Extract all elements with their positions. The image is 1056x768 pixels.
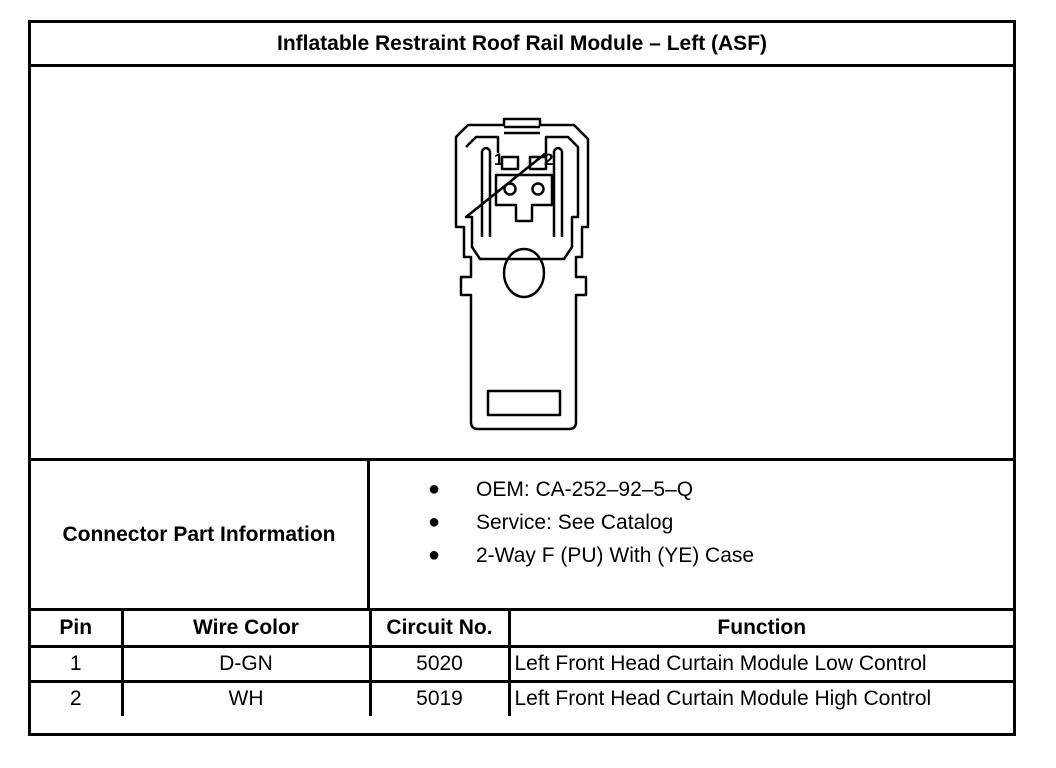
cell-circuit-no: 5019 bbox=[368, 679, 511, 716]
header-wire-color: Wire Color bbox=[120, 611, 372, 648]
connector-diagram-panel: 1 2 bbox=[31, 67, 1013, 461]
connector-part-info-list: ● OEM: CA-252–92–5–Q ● Service: See Cata… bbox=[370, 461, 1013, 620]
table-row: 1 D-GN 5020 Left Front Head Curtain Modu… bbox=[31, 644, 1013, 683]
cell-function: Left Front Head Curtain Module High Cont… bbox=[507, 679, 1013, 716]
cell-pin: 1 bbox=[31, 644, 124, 683]
header-pin: Pin bbox=[31, 611, 124, 648]
table-header-row: Pin Wire Color Circuit No. Function bbox=[31, 611, 1013, 648]
service-info: Service: See Catalog bbox=[476, 511, 674, 534]
cell-circuit-no: 5020 bbox=[368, 644, 511, 683]
connector-part-info: Connector Part Information ● OEM: CA-252… bbox=[31, 461, 1013, 611]
pin-1-label: 1 bbox=[494, 150, 503, 169]
header-function: Function bbox=[507, 611, 1013, 648]
list-item: ● 2-Way F (PU) With (YE) Case bbox=[370, 539, 1013, 572]
list-item: ● OEM: CA-252–92–5–Q bbox=[370, 473, 1013, 506]
connector-description: 2-Way F (PU) With (YE) Case bbox=[476, 544, 755, 567]
cell-function: Left Front Head Curtain Module Low Contr… bbox=[507, 644, 1013, 683]
bullet-icon: ● bbox=[428, 511, 441, 533]
connector-sheet: Inflatable Restraint Roof Rail Module – … bbox=[28, 20, 1016, 736]
connector-part-info-label: Connector Part Information bbox=[31, 461, 370, 608]
cell-wire-color: D-GN bbox=[120, 644, 372, 683]
oem-part-number: OEM: CA-252–92–5–Q bbox=[476, 478, 694, 501]
sheet-title: Inflatable Restraint Roof Rail Module – … bbox=[31, 23, 1013, 67]
connector-face-icon: 1 2 bbox=[454, 117, 590, 431]
pin-2-label: 2 bbox=[544, 150, 553, 169]
cell-wire-color: WH bbox=[120, 679, 372, 716]
cell-pin: 2 bbox=[31, 679, 124, 716]
bullet-icon: ● bbox=[428, 478, 441, 500]
bullet-icon: ● bbox=[428, 544, 441, 566]
list-item: ● Service: See Catalog bbox=[370, 506, 1013, 539]
header-circuit-no: Circuit No. bbox=[368, 611, 511, 648]
table-row: 2 WH 5019 Left Front Head Curtain Module… bbox=[31, 679, 1013, 716]
pin-table: Pin Wire Color Circuit No. Function 1 D-… bbox=[31, 611, 1013, 716]
